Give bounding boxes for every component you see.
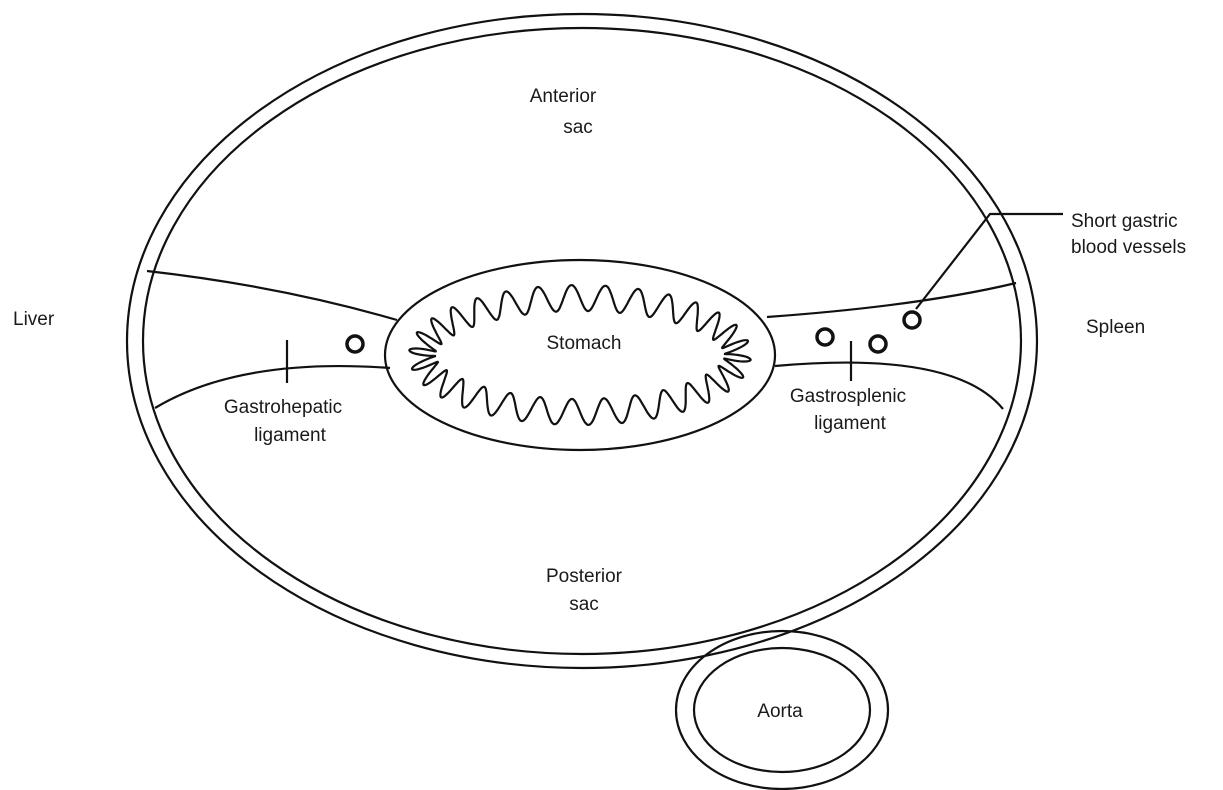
short-gastric-leader (915, 212, 1063, 310)
liver-label: Liver (13, 309, 55, 330)
peritoneal-inner-wall (141, 26, 1023, 656)
spleen-label: Spleen (1086, 317, 1145, 338)
short-gastric-label-line2: blood vessels (1071, 237, 1186, 258)
anterior-sac-label-line2: sac (563, 117, 593, 138)
aorta-label: Aorta (757, 701, 803, 722)
posterior-sac-label-line1: Posterior (546, 566, 623, 587)
anterior-sac-label-line1: Anterior (530, 86, 597, 107)
posterior-sac-label-line2: sac (569, 594, 599, 615)
peritoneal-outer-wall (125, 12, 1039, 670)
gastrosplenic-vessel-2 (868, 334, 888, 354)
gastrohepatic-label-line2: ligament (254, 425, 327, 446)
gastrosplenic-ligament-upper-edge (766, 281, 1017, 319)
gastrosplenic-label-line2: ligament (814, 413, 887, 434)
gastrohepatic-label-line1: Gastrohepatic (224, 397, 342, 418)
stomach-label: Stomach (547, 333, 622, 354)
gastrosplenic-ligament-lower-edge (774, 361, 1004, 410)
aorta-outer-wall (674, 629, 890, 790)
gastrosplenic-vessel-1 (815, 327, 835, 347)
aorta-inner-wall (692, 646, 872, 774)
stomach-wall (383, 258, 777, 452)
stomach-rugae (408, 283, 752, 427)
gastrohepatic-ligament-upper-edge (146, 269, 398, 322)
gastrohepatic-vessel (345, 334, 365, 354)
short-gastric-vessel (902, 310, 922, 330)
gastrosplenic-label-line1: Gastrosplenic (790, 386, 906, 407)
gastrohepatic-ligament-lower-edge (154, 364, 391, 409)
short-gastric-label-line1: Short gastric (1071, 211, 1178, 232)
